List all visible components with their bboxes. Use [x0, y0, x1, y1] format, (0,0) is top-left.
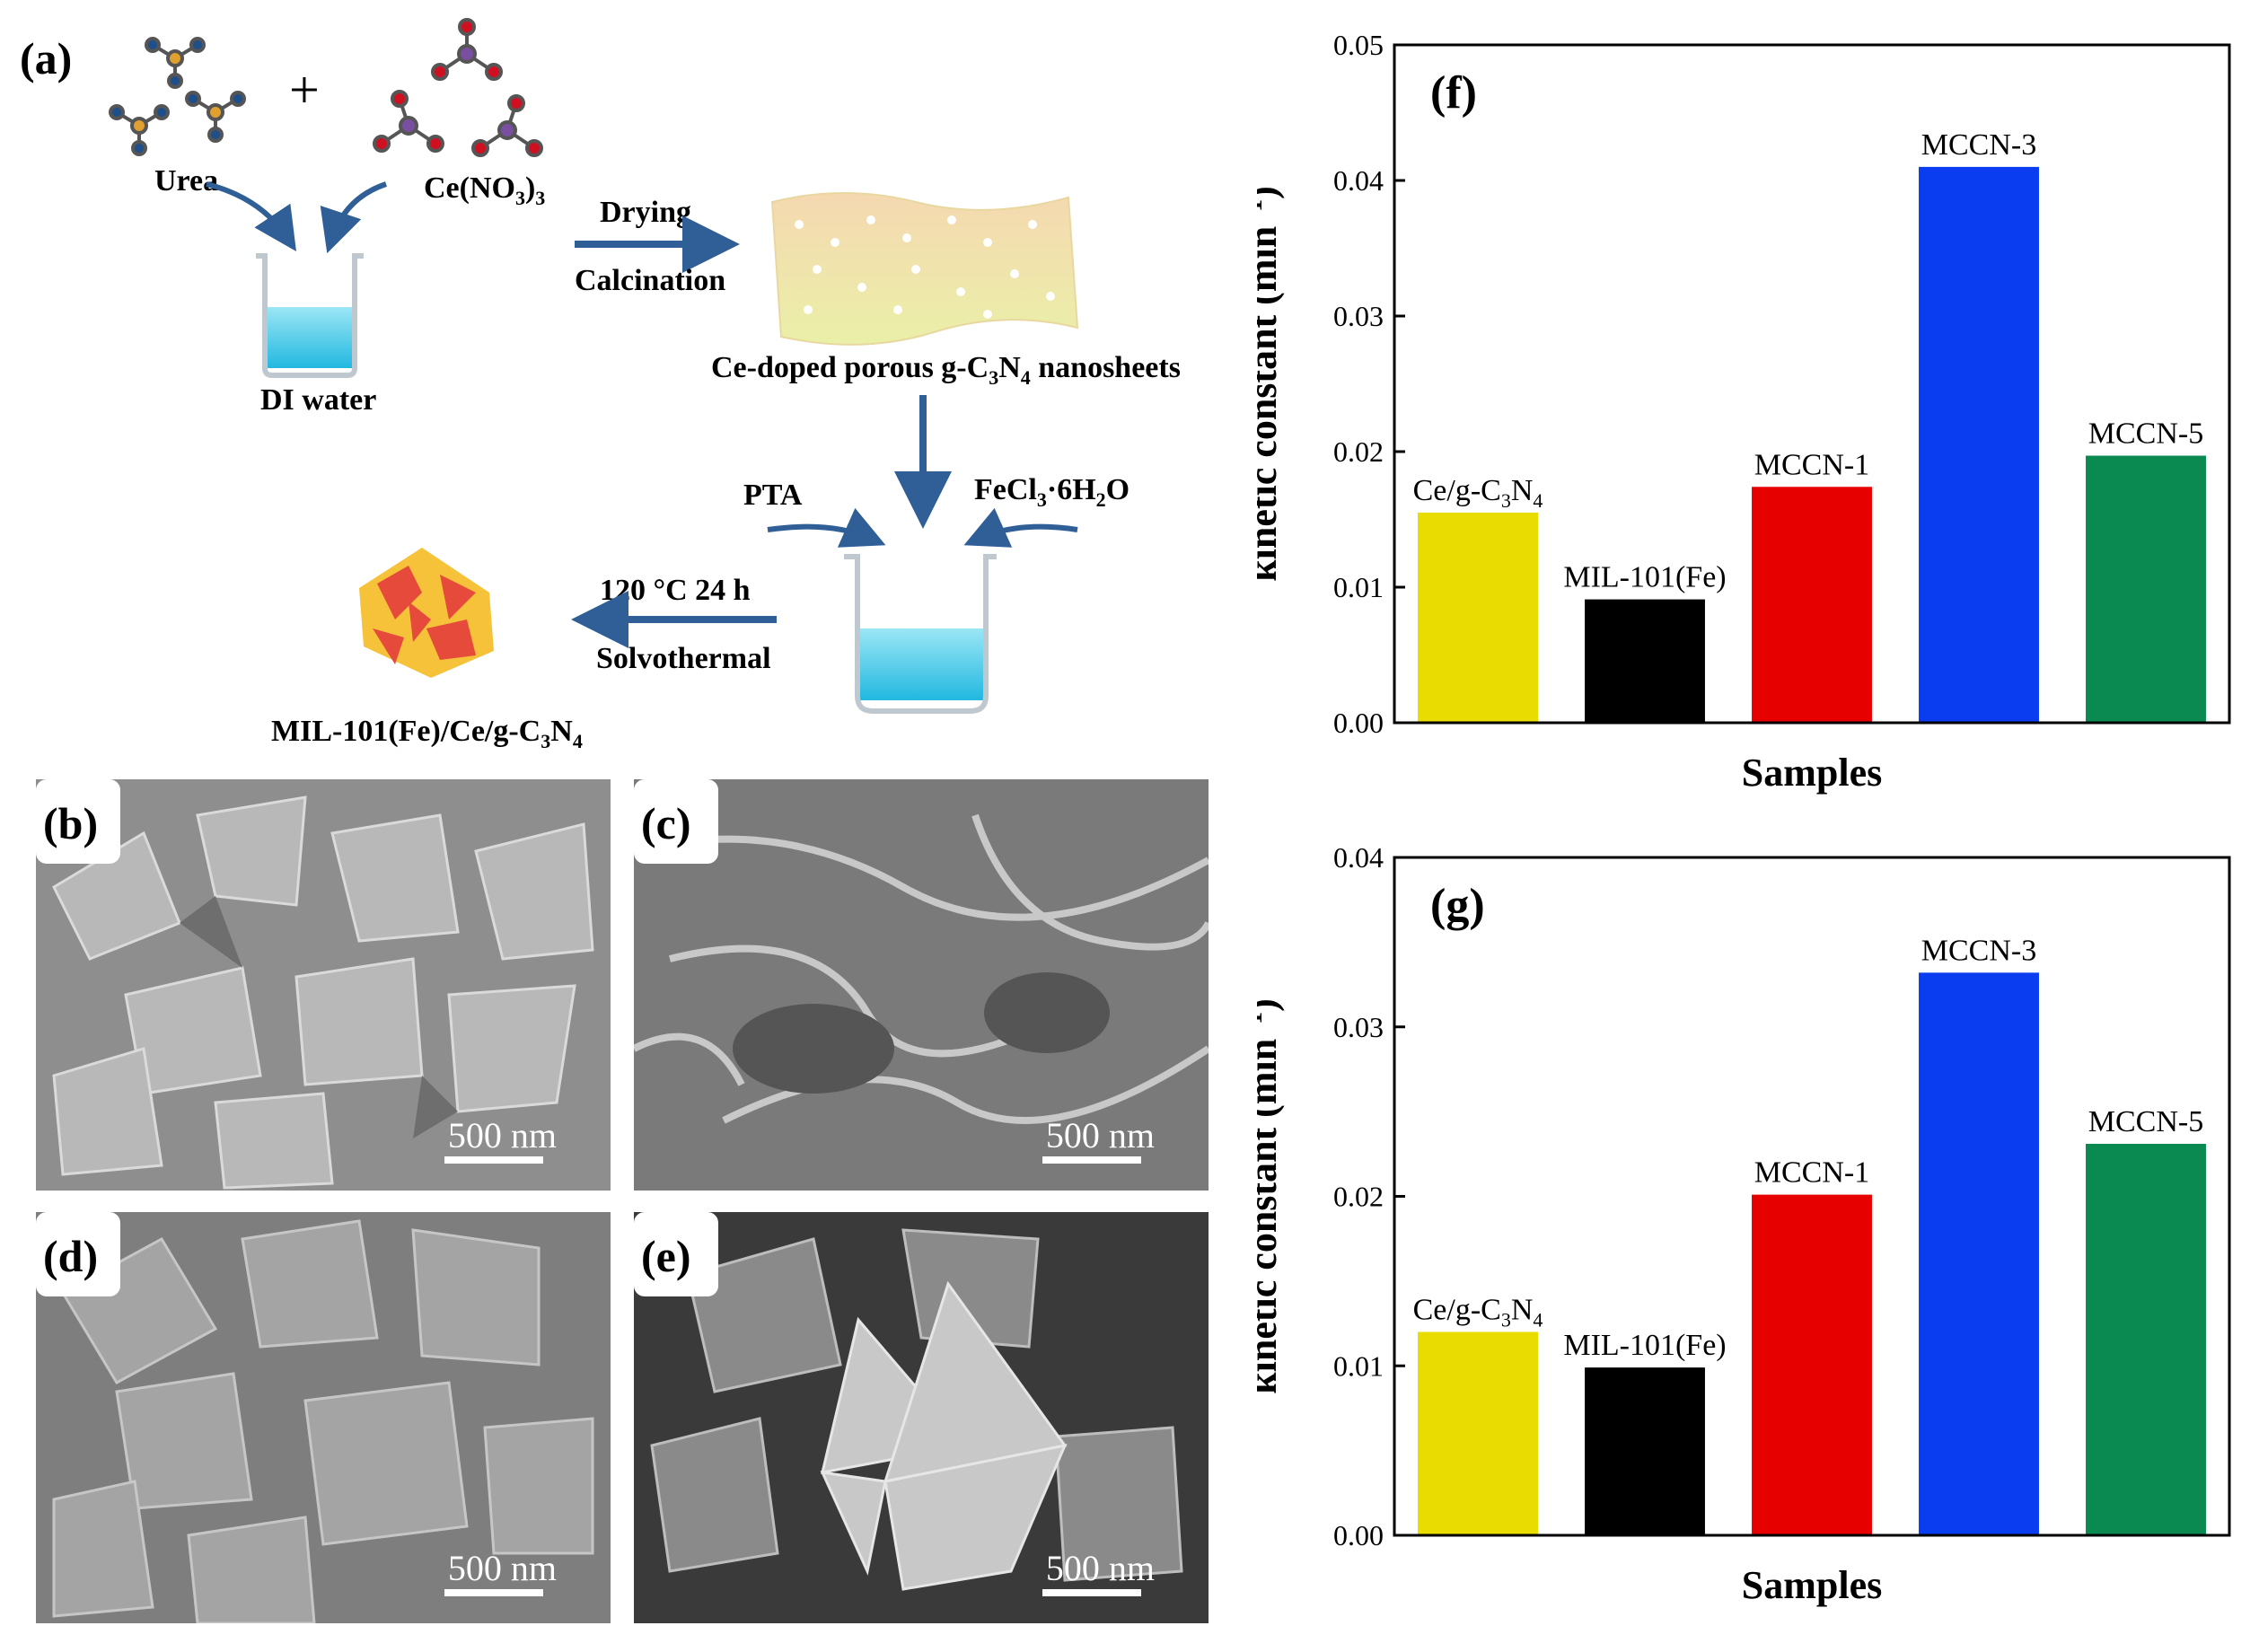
bar-label-5: MCCN-5 — [2088, 417, 2203, 451]
y-tick-label: 0.05 — [1333, 29, 1384, 61]
x-axis-label: Samples — [1742, 1563, 1882, 1607]
arrow-nitrate-to-beaker — [320, 181, 387, 254]
scale-bar — [444, 1589, 543, 1596]
urea-molecules-icon — [109, 37, 246, 156]
sem-image-b — [36, 779, 611, 1191]
sem-overlay-0: (b) 500 nm — [36, 779, 557, 1164]
y-tick-label: 0.04 — [1333, 841, 1384, 874]
bar-label-1: Ce/g-C3N4 — [1413, 474, 1543, 512]
urea-label: Urea — [154, 164, 218, 198]
drying-label: Drying — [600, 196, 691, 229]
beaker-di-water-icon — [256, 253, 364, 378]
scale-bar-label: 500 nm — [1046, 1548, 1155, 1588]
scale-bar — [1042, 1589, 1141, 1596]
bar-4 — [1919, 166, 2039, 723]
bar-label-5: MCCN-5 — [2088, 1105, 2203, 1138]
panel-label-box — [634, 779, 718, 864]
bar-label-4: MCCN-3 — [1921, 128, 2036, 162]
panel-label-box — [36, 1212, 120, 1296]
scale-bar-label: 500 nm — [448, 1548, 557, 1588]
y-tick-label: 0.02 — [1333, 1181, 1384, 1213]
y-tick-label: 0.03 — [1333, 300, 1384, 332]
bar-label-2: MIL-101(Fe) — [1563, 1329, 1726, 1362]
bar-label-4: MCCN-3 — [1921, 934, 2036, 967]
bar-1 — [1418, 1331, 1538, 1535]
cerium-nitrate-molecules-icon — [373, 18, 543, 157]
y-tick-label: 0.02 — [1333, 435, 1384, 468]
sem-image-c — [634, 779, 1209, 1191]
bar-label-1: Ce/g-C3N4 — [1413, 1294, 1543, 1331]
bar-2 — [1585, 1367, 1705, 1535]
plus-sign: + — [289, 60, 320, 119]
arrow-urea-to-beaker — [206, 181, 296, 251]
y-tick-label: 0.00 — [1333, 1519, 1384, 1551]
chart-panel-label: (g) — [1430, 880, 1485, 931]
mof-octahedron-icon — [359, 548, 494, 678]
y-tick-label: 0.03 — [1333, 1011, 1384, 1043]
sem-panel-label: (c) — [641, 798, 691, 848]
panel-label-a: (a) — [20, 33, 72, 83]
x-axis-label: Samples — [1742, 751, 1882, 795]
plot-frame — [1393, 43, 2231, 725]
sem-overlay-3: (e) 500 nm — [634, 1212, 1155, 1596]
sem-panel-label: (b) — [43, 798, 98, 848]
scale-bar-label: 500 nm — [448, 1115, 557, 1156]
y-tick-label: 0.00 — [1333, 707, 1384, 739]
fecl3-label: FeCl3·6H2O — [974, 473, 1130, 511]
chart-panel-label: (f) — [1430, 67, 1477, 119]
sem-panel-label: (e) — [641, 1231, 691, 1281]
di-water-label: DI water — [260, 383, 376, 417]
scale-bar — [1042, 1156, 1141, 1164]
nanosheets-label: Ce-doped porous g-C3N4 nanosheets — [711, 351, 1181, 389]
bar-label-3: MCCN-1 — [1754, 448, 1869, 481]
sem-image-e — [634, 1212, 1209, 1623]
cerium-nitrate-label: Ce(NO3)3 — [424, 171, 545, 209]
scale-bar — [444, 1156, 543, 1164]
bar-label-3: MCCN-1 — [1754, 1156, 1869, 1190]
product-label: MIL-101(Fe)/Ce/g-C3N4 — [271, 715, 583, 752]
y-tick-label: 0.04 — [1333, 164, 1384, 197]
bar-1 — [1418, 512, 1538, 723]
sem-image-d — [36, 1212, 611, 1623]
bar-label-2: MIL-101(Fe) — [1563, 561, 1726, 594]
pta-label: PTA — [743, 479, 803, 512]
bar-3 — [1752, 1194, 1872, 1535]
calcination-label: Calcination — [575, 264, 725, 297]
bar-2 — [1585, 599, 1705, 723]
temperature-label: 120 °C 24 h — [600, 574, 751, 607]
scale-bar-label: 500 nm — [1046, 1115, 1155, 1156]
nanosheets-icon — [770, 192, 1079, 346]
synthesis-schematic: (a) + Urea Ce(NO3)3 DI water Drying Calc… — [20, 18, 1181, 752]
bar-5 — [2086, 455, 2206, 723]
sem-panel-label: (d) — [43, 1231, 98, 1281]
sem-overlay-2: (d) 500 nm — [36, 1212, 557, 1596]
sem-overlay-1: (c) 500 nm — [634, 779, 1155, 1164]
bar-4 — [1919, 972, 2039, 1535]
panel-label-box — [36, 779, 120, 864]
solvothermal-label: Solvothermal — [596, 642, 771, 675]
y-axis-label: kinetic constant (min−1) — [1257, 998, 1285, 1394]
arrow-fecl3-to-beaker — [963, 507, 1078, 548]
beaker-reaction-icon — [844, 554, 997, 714]
y-tick-label: 0.01 — [1333, 571, 1384, 603]
y-axis-label: kinetic constant (min−1) — [1257, 186, 1285, 582]
panel-label-box — [634, 1212, 718, 1296]
arrow-pta-to-beaker — [767, 507, 886, 548]
bar-5 — [2086, 1143, 2206, 1535]
bar-3 — [1752, 487, 1872, 723]
y-tick-label: 0.01 — [1333, 1349, 1384, 1382]
